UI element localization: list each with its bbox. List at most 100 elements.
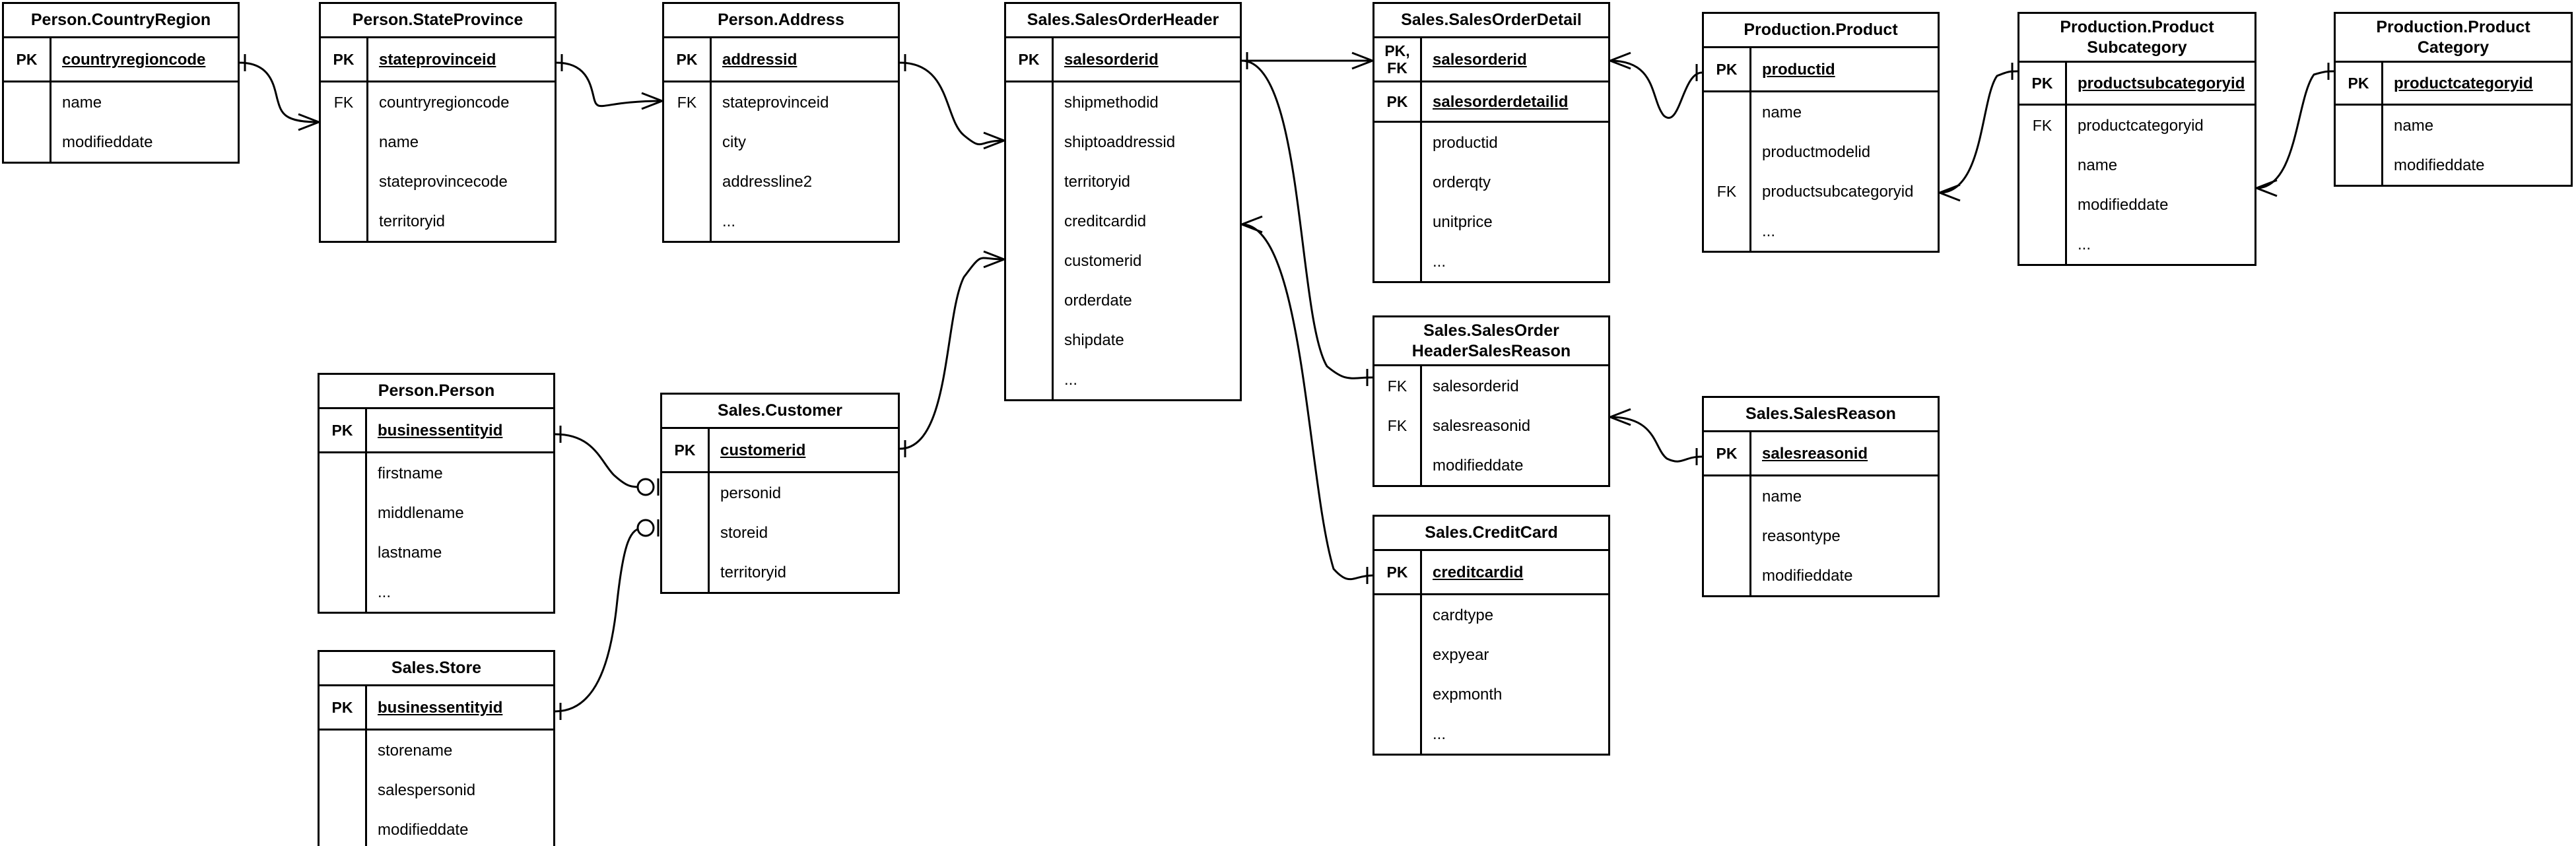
field-row[interactable]: name xyxy=(368,122,555,162)
key-column: FK xyxy=(321,82,368,241)
field-group: name reasontype modifieddate xyxy=(1704,476,1938,595)
field-row[interactable]: ... xyxy=(1751,211,1938,251)
field-row[interactable]: creditcardid xyxy=(1054,201,1240,241)
field-row[interactable]: name xyxy=(51,82,238,122)
field-row[interactable]: customerid xyxy=(710,429,898,471)
field-label: cardtype xyxy=(1433,606,1494,624)
field-label: name xyxy=(379,133,419,151)
field-row[interactable]: creditcardid xyxy=(1422,551,1608,593)
field-row[interactable]: salesreasonid xyxy=(1751,432,1938,474)
field-row[interactable]: cardtype xyxy=(1422,595,1608,635)
field-row[interactable]: lastname xyxy=(367,533,553,572)
key-badge xyxy=(2336,145,2381,185)
field-row[interactable]: countryregioncode xyxy=(51,38,238,81)
field-row[interactable]: businessentityid xyxy=(367,409,553,451)
field-row[interactable]: territoryid xyxy=(1054,162,1240,201)
field-row[interactable]: salesorderid xyxy=(1422,38,1608,81)
field-row[interactable]: businessentityid xyxy=(367,686,553,729)
field-row[interactable]: city xyxy=(712,122,898,162)
field-row[interactable]: modifieddate xyxy=(2067,185,2254,224)
key-badge xyxy=(320,493,365,533)
field-row[interactable]: firstname xyxy=(367,453,553,493)
field-row[interactable]: shipmethodid xyxy=(1054,82,1240,122)
field-row[interactable]: middlename xyxy=(367,493,553,533)
field-row[interactable]: ... xyxy=(367,572,553,612)
field-label: salesreasonid xyxy=(1433,416,1531,435)
field-row[interactable]: salesorderid xyxy=(1054,38,1240,81)
field-row[interactable]: stateprovinceid xyxy=(368,38,555,81)
field-row[interactable]: productmodelid xyxy=(1751,132,1938,172)
field-label: reasontype xyxy=(1762,527,1841,545)
field-row[interactable]: addressline2 xyxy=(712,162,898,201)
field-row[interactable]: salesorderdetailid xyxy=(1422,82,1608,121)
field-row[interactable]: salesorderid xyxy=(1422,366,1608,406)
field-row[interactable]: name xyxy=(2067,145,2254,185)
field-row[interactable]: modifieddate xyxy=(1751,556,1938,595)
field-row[interactable]: expmonth xyxy=(1422,674,1608,714)
field-row[interactable]: modifieddate xyxy=(2383,145,2571,185)
field-row[interactable]: productid xyxy=(1422,123,1608,162)
field-row[interactable]: storename xyxy=(367,731,553,770)
field-row[interactable]: expyear xyxy=(1422,635,1608,674)
field-row[interactable]: salespersonid xyxy=(367,770,553,810)
key-column: PK xyxy=(1006,38,1054,81)
field-row[interactable]: ... xyxy=(1422,242,1608,281)
field-row[interactable]: countryregioncode xyxy=(368,82,555,122)
field-row[interactable]: addressid xyxy=(712,38,898,81)
field-row[interactable]: ... xyxy=(712,201,898,241)
field-row[interactable]: territoryid xyxy=(368,201,555,241)
field-row[interactable]: modifieddate xyxy=(51,122,238,162)
field-row[interactable]: personid xyxy=(710,473,898,513)
field-row[interactable]: modifieddate xyxy=(367,810,553,846)
key-column xyxy=(1704,476,1751,595)
field-row[interactable]: name xyxy=(1751,476,1938,516)
field-row[interactable]: shiptoaddressid xyxy=(1054,122,1240,162)
field-row[interactable]: orderdate xyxy=(1054,280,1240,320)
field-row[interactable]: storeid xyxy=(710,513,898,552)
field-row[interactable]: unitprice xyxy=(1422,202,1608,242)
field-label: shipdate xyxy=(1064,331,1124,349)
key-badge: PK xyxy=(1716,61,1738,78)
field-row[interactable]: ... xyxy=(1422,714,1608,754)
field-row[interactable]: productcategoryid xyxy=(2067,106,2254,145)
field-row[interactable]: territoryid xyxy=(710,552,898,592)
field-row[interactable]: reasontype xyxy=(1751,516,1938,556)
rel-customer-salesorderheader xyxy=(899,250,1005,457)
key-badge xyxy=(320,533,365,572)
field-row[interactable]: salesreasonid xyxy=(1422,406,1608,445)
field-row[interactable]: name xyxy=(2383,106,2571,145)
field-row[interactable]: productsubcategoryid xyxy=(1751,172,1938,211)
field-row[interactable]: ... xyxy=(2067,224,2254,264)
field-row[interactable]: productid xyxy=(1751,48,1938,90)
field-row[interactable]: name xyxy=(1751,92,1938,132)
field-row[interactable]: orderqty xyxy=(1422,162,1608,202)
field-row[interactable]: productsubcategoryid xyxy=(2067,63,2254,104)
entity-title: Production.Product Category xyxy=(2336,14,2571,63)
field-row[interactable]: shipdate xyxy=(1054,320,1240,360)
field-row[interactable]: modifieddate xyxy=(1422,445,1608,485)
field-row[interactable]: ... xyxy=(1054,360,1240,399)
field-column: businessentityid xyxy=(367,409,553,451)
field-label: expmonth xyxy=(1433,685,1503,703)
field-row[interactable]: productcategoryid xyxy=(2383,63,2571,104)
field-row[interactable]: stateprovinceid xyxy=(712,82,898,122)
field-row[interactable]: customerid xyxy=(1054,241,1240,280)
field-row[interactable]: stateprovincecode xyxy=(368,162,555,201)
